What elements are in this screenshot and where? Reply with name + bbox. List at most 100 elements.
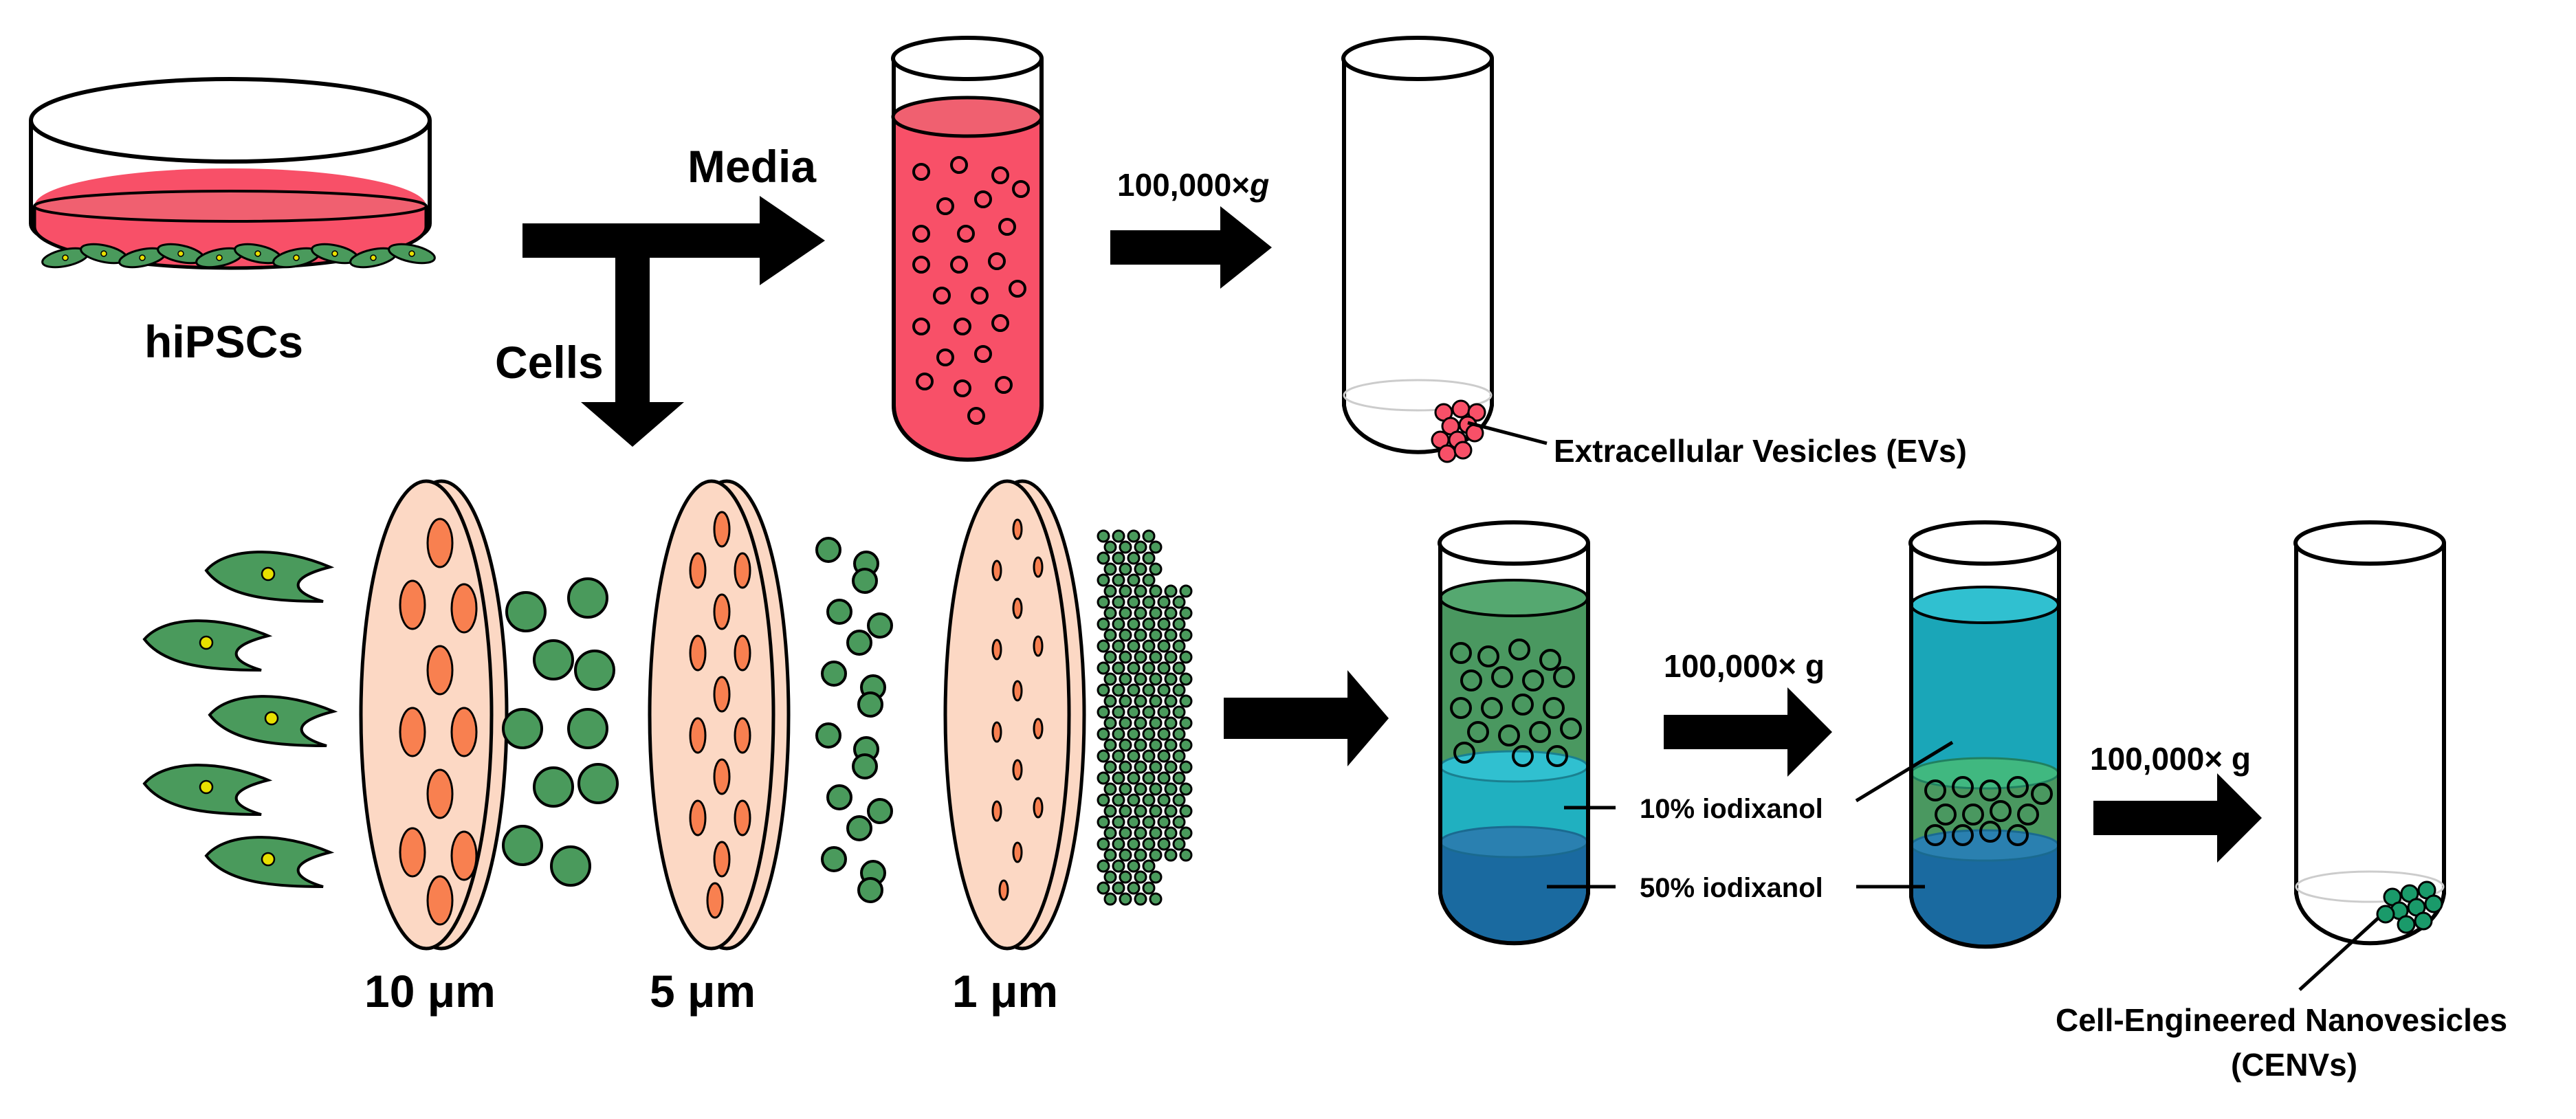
ev-pellet-tube [1341,36,1548,463]
filter-pore [1012,759,1023,781]
vesicle-small [1179,694,1193,708]
filter-10um-label: 10 μm [364,966,496,1017]
filter-pore [450,583,478,634]
vesicle-small [1179,738,1193,752]
input-cell-nucleus [199,635,214,650]
loaded-vesicle [1450,642,1472,664]
arrow-final-spin [2093,773,2262,863]
band-vesicle [1952,824,1974,846]
dish-cell-layer [41,243,436,269]
vesicle-small [1119,782,1132,796]
filter-pore [706,882,724,919]
media-vesicle [912,225,930,243]
filter-pore [399,707,426,757]
loaded-vesicle [1553,666,1575,688]
filter-5um [648,479,791,951]
vesicle-small [1112,837,1125,851]
vesicle-small [1127,881,1141,895]
band-vesicle [1924,779,1946,801]
vesicle-medium [815,537,841,563]
vesicle-small [1119,540,1132,554]
vesicle-large [502,825,543,866]
vesicle-small [1119,562,1132,576]
filter-pore [734,552,751,589]
vesicle-small [1142,837,1156,851]
media-vesicle [933,287,951,304]
vesicles-after-1um [1097,529,1193,906]
vesicle-small [1172,639,1186,653]
vesicle-small [1097,749,1110,763]
vesicle-small [1142,859,1156,873]
vesicle-small [1157,705,1171,719]
hipscs-label: hiPSCs [144,316,303,367]
vesicle-small [1134,892,1147,906]
vesicle-small [1142,617,1156,631]
vesicle-small [1119,628,1132,642]
vesicle-medium [826,599,852,625]
filter-pore [399,579,426,630]
vesicle-medium [826,784,852,810]
vesicle-small [1149,606,1163,620]
band-vesicles [1924,776,2053,846]
filter-pore [734,717,751,754]
vesicle-small [1179,848,1193,862]
cenv-product-label-line2: (CENVs) [2231,1047,2357,1083]
media-vesicle [912,163,930,181]
vesicle-small [1179,672,1193,686]
filter-1um-label: 1 μm [952,966,1058,1017]
cenv-particle [2397,915,2416,934]
filter-pore [689,552,707,589]
vesicle-small [1149,760,1163,774]
ev-particle [1451,399,1471,419]
arrow-gradient-spin [1664,687,1832,777]
filter-pore [991,721,1002,743]
vesicle-small [1149,562,1163,576]
dish-cell-nucleus [254,250,261,257]
gradient-tube-loaded [1438,520,1590,946]
vesicle-small [1097,859,1110,873]
cenv-pellet-tube [2293,520,2446,991]
vesicle-small [1179,584,1193,598]
filter-pore [713,593,731,630]
vesicle-small [1119,760,1132,774]
dish-cell-nucleus [139,254,146,261]
vesicle-small [1142,639,1156,653]
vesicle-small [1149,782,1163,796]
input-cell-nucleus [261,852,276,867]
vesicle-small [1097,573,1110,587]
vesicle-small [1103,540,1117,554]
vesicle-small [1157,815,1171,829]
vesicle-small [1097,617,1110,631]
vesicle-small [1103,870,1117,884]
band-vesicle [1979,779,2001,801]
loaded-vesicle [1543,697,1565,719]
band-vesicle [1962,804,1984,826]
band-vesicle [2017,804,2039,826]
loaded-vesicle [1546,745,1568,767]
vesicle-small [1103,848,1117,862]
vesicle-large [502,708,543,749]
vesicle-medium [852,753,878,779]
vesicle-small [1149,694,1163,708]
filter-front-disc [648,479,775,951]
vesicle-small [1112,749,1125,763]
vesicle-small [1127,617,1141,631]
vesicle-small [1097,529,1110,543]
vesicle-small [1097,815,1110,829]
vesicle-small [1103,738,1117,752]
ev-spin-label: 100,000×g [1117,167,1269,203]
media-vesicle [916,373,934,390]
ev-pellet [1431,399,1486,463]
vesicle-small [1157,837,1171,851]
vesicle-small [1103,782,1117,796]
vesicle-large [550,845,591,887]
loaded-vesicle [1560,718,1582,740]
vesicle-small [1097,551,1110,565]
cenv-pellet [2376,880,2443,934]
media-label: Media [687,141,817,192]
media-vesicle [950,256,968,274]
vesicles-after-5um [815,537,893,903]
vesicle-small [1103,892,1117,906]
dish-cell-nucleus [177,250,184,257]
vesicle-small [1097,661,1110,675]
